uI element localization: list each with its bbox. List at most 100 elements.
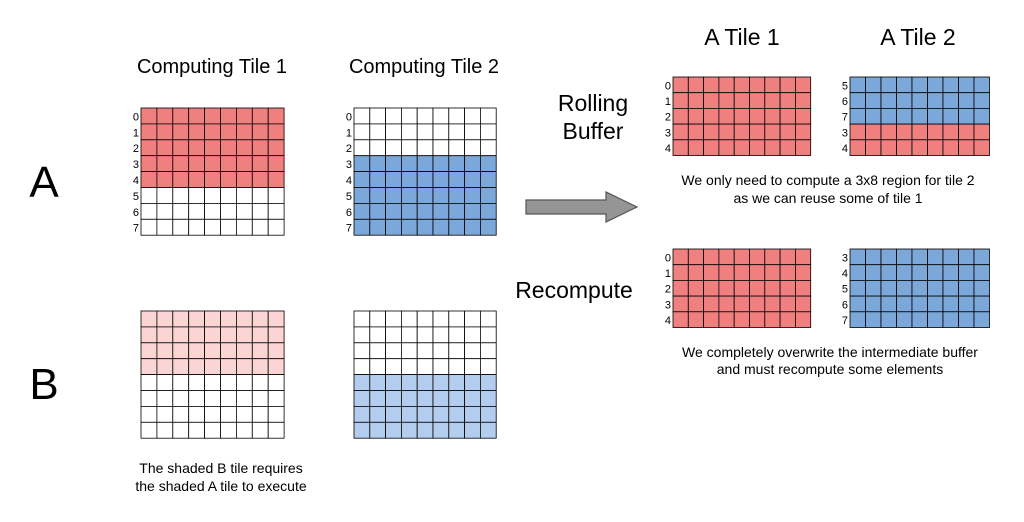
grid-cell (235, 326, 253, 344)
grid-cell (464, 358, 481, 376)
grid-cell (973, 92, 990, 109)
grid-cell (400, 374, 418, 391)
grid-row-label: 5 (842, 284, 848, 296)
grid-cell (172, 139, 190, 157)
grid-cell (156, 374, 174, 391)
grid-cell (400, 421, 418, 439)
rolling-buffer-label-line1: Rolling (558, 90, 628, 116)
grid-cell (479, 326, 497, 344)
grid-cell (140, 187, 158, 204)
grid-cell (795, 311, 812, 328)
grid-cell (172, 421, 190, 439)
grid-cell (385, 107, 402, 125)
rolling-buffer-label-line2: Buffer (563, 118, 624, 144)
grid-cell (764, 311, 781, 328)
grid-cell (235, 139, 253, 157)
grid-cell (479, 421, 497, 439)
a-tile-1-title: A Tile 1 (704, 24, 779, 50)
grid-cell (235, 390, 253, 407)
grid-cell (220, 405, 237, 423)
grid-cell (795, 295, 812, 313)
grid-cell (400, 202, 418, 220)
grid-cell (188, 107, 205, 125)
grid-cell (140, 405, 158, 423)
grid-cell (188, 310, 205, 328)
grid-row-label: 0 (346, 111, 352, 123)
grid-cell (172, 405, 190, 423)
grid-cell (267, 123, 285, 141)
grid-cell (385, 405, 402, 423)
grid-cell (400, 405, 418, 423)
grid-cell (958, 248, 975, 266)
grid-cell (188, 374, 205, 391)
grid-cell (448, 202, 465, 220)
grid-cell (764, 123, 781, 141)
a-tile-2-title: A Tile 2 (880, 24, 955, 50)
grid-row-label: 5 (842, 80, 848, 92)
grid-cell (220, 326, 237, 344)
grid-cell (235, 405, 253, 423)
grid-cell (479, 310, 497, 328)
grid-cell (749, 76, 766, 94)
grid-row-label: 6 (346, 207, 352, 219)
grid-cell (156, 202, 174, 220)
grid-cell (204, 107, 221, 125)
grid-cell (353, 123, 371, 141)
grid-cell (479, 155, 497, 172)
grid-cell (448, 326, 465, 344)
grid-cell (220, 342, 237, 360)
grid-cell (911, 123, 928, 141)
grid-cell (779, 279, 796, 297)
grid-cell (764, 92, 781, 109)
grid-cell (733, 108, 750, 125)
grid-cell (448, 421, 465, 439)
grid-cell (353, 421, 371, 439)
grid-cell (353, 358, 371, 376)
grid-cell (958, 311, 975, 328)
grid-cell (911, 108, 928, 125)
grid-cell (672, 92, 689, 109)
grid-cell (235, 421, 253, 439)
grid-cell (369, 171, 386, 188)
grid-cell (400, 390, 418, 407)
grid-cell (172, 202, 190, 220)
grid-cell (733, 311, 750, 328)
grid-cell (672, 123, 689, 141)
grid-cell (204, 358, 221, 376)
grid-row-label: 3 (665, 127, 671, 139)
grid-cell (779, 264, 796, 281)
grid-cell (188, 390, 205, 407)
grid-cell (911, 139, 928, 156)
grid-cell (942, 92, 959, 109)
grid-cell (942, 279, 959, 297)
grid-cell (267, 421, 285, 439)
grid-cell (718, 311, 735, 328)
grid-cell (958, 76, 975, 94)
computing-tile-1-title: Computing Tile 1 (137, 56, 287, 78)
grid-cell (400, 326, 418, 344)
grid-cell (958, 108, 975, 125)
grid-cell (385, 187, 402, 204)
grid-cell (749, 108, 766, 125)
grid-cell (795, 279, 812, 297)
grid-cell (432, 310, 450, 328)
grid-cell (251, 342, 269, 360)
grid-cell (369, 310, 386, 328)
grid-cell (733, 264, 750, 281)
grid-cell (687, 295, 704, 313)
grid-cell (400, 107, 418, 125)
grid-cell (718, 92, 735, 109)
grid-cell (140, 421, 158, 439)
grid-cell (749, 92, 766, 109)
grid-cell (448, 405, 465, 423)
grid-cell (479, 342, 497, 360)
grid-cell (718, 123, 735, 141)
grid-cell (369, 202, 386, 220)
grid-cell (140, 155, 158, 172)
grid-cell (416, 310, 434, 328)
grid-cell (235, 123, 253, 141)
grid-cell (479, 202, 497, 220)
grid-cell (687, 248, 704, 266)
grid-cell (432, 155, 450, 172)
grid-cell (687, 264, 704, 281)
